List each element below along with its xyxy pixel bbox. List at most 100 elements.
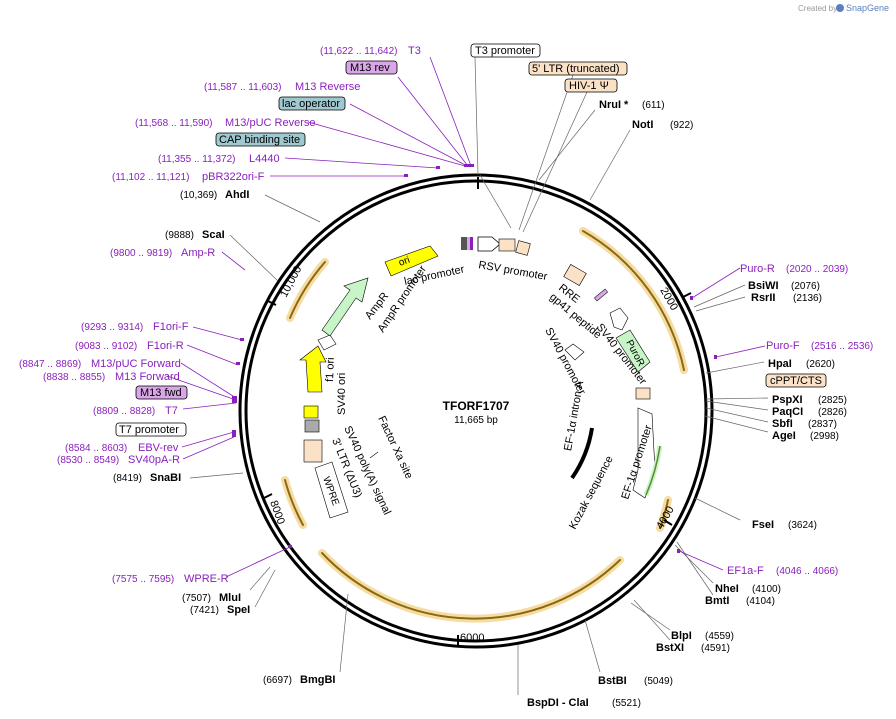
ampr-promoter-feature — [317, 334, 337, 351]
box-cap: CAP binding site — [215, 132, 306, 147]
box-m13rev: M13 rev — [345, 60, 398, 75]
svg-text:M13 Reverse: M13 Reverse — [295, 81, 360, 93]
primer-m13-forward: (8838 .. 8855) M13 Forward — [43, 371, 180, 383]
created-by-text: Created by — [798, 4, 837, 13]
svg-text:(11,355 .. 11,372): (11,355 .. 11,372) — [158, 154, 235, 165]
svg-text:(7507): (7507) — [182, 593, 211, 604]
svg-text:(2826): (2826) — [818, 407, 847, 418]
site-fsei: FseI (3624) — [752, 519, 817, 531]
box-m13fwd: M13 fwd — [135, 385, 188, 400]
svg-text:EBV-rev: EBV-rev — [138, 442, 179, 454]
svg-text:(4559): (4559) — [705, 631, 734, 642]
svg-text:Amp-R: Amp-R — [181, 247, 215, 259]
svg-text:(8838 .. 8855): (8838 .. 8855) — [43, 372, 105, 383]
rre-feature — [563, 264, 587, 286]
box-t7-promoter: T7 promoter — [115, 422, 187, 437]
svg-text:M13 Forward: M13 Forward — [115, 371, 180, 383]
svg-text:SV40pA-R: SV40pA-R — [128, 454, 180, 466]
svg-text:CAP binding site: CAP binding site — [219, 134, 300, 146]
svg-text:T7 promoter: T7 promoter — [119, 424, 179, 436]
tick-label-6000: 6000 — [460, 632, 484, 644]
svg-text:(2516 .. 2536): (2516 .. 2536) — [811, 341, 873, 352]
svg-text:M13/pUC Reverse: M13/pUC Reverse — [225, 117, 315, 129]
site-ahdi: (10,369) AhdI — [180, 189, 249, 201]
svg-text:RsrII: RsrII — [751, 292, 775, 304]
sv40-promoter-a-feature — [609, 307, 629, 331]
svg-text:(11,587 .. 11,603): (11,587 .. 11,603) — [204, 82, 281, 93]
svg-text:cPPT/CTS: cPPT/CTS — [770, 375, 822, 387]
primer-pbr322ori-f: (11,102 .. 11,121) pBR322ori-F — [112, 171, 265, 183]
primer-t3: (11,622 .. 11,642) T3 — [320, 45, 421, 57]
svg-text:AgeI: AgeI — [772, 430, 796, 442]
primer-puro-r: Puro-R (2020 .. 2039) — [740, 263, 848, 275]
rsv-promoter-label: RSV promoter — [477, 259, 548, 283]
svg-text:(4046 .. 4066): (4046 .. 4066) — [776, 566, 838, 577]
svg-text:HIV-1 Ψ: HIV-1 Ψ — [569, 80, 609, 92]
svg-text:EF1a-F: EF1a-F — [727, 565, 764, 577]
svg-text:BmgBI: BmgBI — [300, 674, 335, 686]
box-t3-promoter: T3 promoter — [470, 43, 541, 58]
svg-text:M13/pUC Forward: M13/pUC Forward — [91, 358, 181, 370]
svg-text:(8584 .. 8603): (8584 .. 8603) — [65, 443, 127, 454]
svg-text:BspDI - ClaI: BspDI - ClaI — [527, 697, 589, 709]
backbone-inner — [244, 179, 708, 643]
polya-feature — [304, 419, 320, 433]
primer-m13puc-reverse: (11,568 .. 11,590) M13/pUC Reverse — [135, 117, 315, 129]
leader-lines — [189, 56, 769, 695]
site-pspxi: PspXI (2825) — [772, 394, 847, 406]
factor-xa-label: Factor Xa site — [375, 414, 415, 481]
sv40-promoter-b-feature — [564, 343, 585, 361]
site-nhei: NheI (4100) — [715, 583, 781, 595]
primer-ebv-rev: (8584 .. 8603) EBV-rev — [65, 442, 179, 454]
svg-text:(6697): (6697) — [263, 675, 292, 686]
svg-text:pBR322ori-F: pBR322ori-F — [202, 171, 265, 183]
svg-text:(11,622 .. 11,642): (11,622 .. 11,642) — [320, 46, 397, 57]
plasmid-size: 11,665 bp — [454, 415, 498, 426]
site-bspdi-clai: BspDI - ClaI (5521) — [527, 697, 641, 709]
svg-text:AhdI: AhdI — [225, 189, 249, 201]
svg-text:M13 fwd: M13 fwd — [140, 387, 182, 399]
primer-amp-r: (9800 .. 9819) Amp-R — [110, 247, 215, 259]
svg-text:F1ori-R: F1ori-R — [147, 340, 184, 352]
ori-label: ori — [397, 255, 411, 269]
tick-4000 — [663, 519, 673, 526]
ef1a-promoter-feature — [632, 407, 656, 499]
svg-text:(2825): (2825) — [818, 395, 847, 406]
box-hiv1: HIV-1 Ψ — [564, 78, 618, 93]
primer-lines — [166, 56, 766, 578]
primer-t7: (8809 .. 8828) T7 — [93, 405, 178, 417]
puror-feature — [615, 329, 651, 373]
svg-text:(10,369): (10,369) — [180, 190, 217, 201]
site-mlui: (7507) MluI — [182, 592, 241, 604]
svg-text:MluI: MluI — [219, 592, 241, 604]
svg-text:WPRE-R: WPRE-R — [184, 573, 229, 585]
svg-text:(3624): (3624) — [788, 520, 817, 531]
site-agei: AgeI (2998) — [772, 430, 839, 442]
site-rsrii: RsrII (2136) — [751, 292, 822, 304]
box-lac-operator: lac operator — [278, 96, 346, 111]
site-blpi: BlpI (4559) — [671, 630, 734, 642]
svg-text:PspXI: PspXI — [772, 394, 803, 406]
plasmid-name: TFORF1707 — [443, 399, 510, 413]
svg-text:(5521): (5521) — [612, 698, 641, 709]
svg-text:(5049): (5049) — [644, 676, 673, 687]
svg-text:(922): (922) — [670, 120, 693, 131]
site-scai: (9888) ScaI — [165, 229, 225, 241]
svg-text:L4440: L4440 — [249, 153, 280, 165]
site-bsiwi: BsiWI (2076) — [748, 280, 820, 292]
gp41-feature — [593, 288, 609, 302]
svg-text:FseI: FseI — [752, 519, 774, 531]
svg-text:PaqCI: PaqCI — [772, 406, 803, 418]
primer-m13-reverse: (11,587 .. 11,603) M13 Reverse — [204, 81, 360, 93]
wpre-feature — [314, 461, 349, 519]
svg-text:(9888): (9888) — [165, 230, 194, 241]
svg-text:M13 rev: M13 rev — [350, 62, 390, 74]
svg-text:(8847 .. 8869): (8847 .. 8869) — [19, 359, 81, 370]
svg-text:BstBI: BstBI — [598, 675, 627, 687]
svg-text:(8809 .. 8828): (8809 .. 8828) — [93, 406, 155, 417]
snapgene-logo-icon — [836, 4, 844, 12]
svg-text:(11,568 .. 11,590): (11,568 .. 11,590) — [135, 118, 212, 129]
f1-ori-feature — [299, 345, 327, 393]
svg-text:T3 promoter: T3 promoter — [475, 45, 535, 57]
